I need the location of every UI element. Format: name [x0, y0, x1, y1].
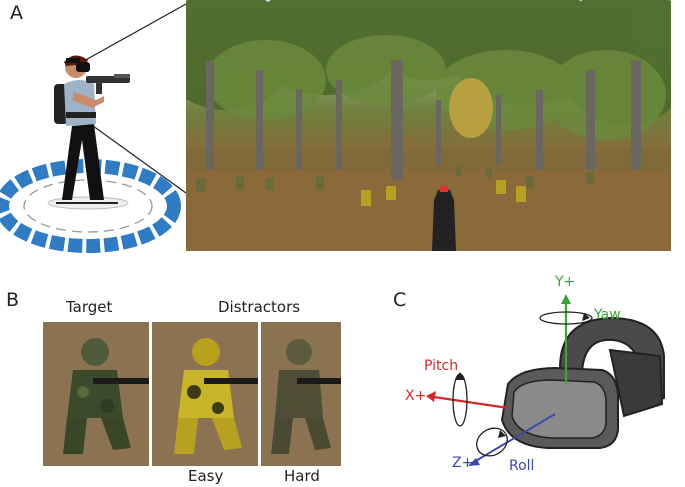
tracking-platform-ring	[0, 159, 181, 253]
y-axis-label: Y+	[555, 274, 576, 290]
panel-c-label: C	[393, 289, 407, 311]
vr-forest-scene-screenshot	[186, 0, 671, 251]
player-figure	[54, 55, 130, 200]
soldier-figure	[174, 338, 258, 454]
distractors-caption: Distractors	[218, 298, 301, 316]
roll-label: Roll	[509, 458, 535, 474]
z-axis-label: Z+	[452, 455, 474, 471]
hard-caption: Hard	[284, 467, 320, 485]
soldier-figure	[271, 339, 341, 454]
easy-caption: Easy	[188, 467, 224, 485]
target-soldier-image	[43, 322, 149, 466]
soldier-figure	[63, 338, 149, 454]
pitch-label: Pitch	[424, 358, 459, 374]
easy-distractor-image	[152, 322, 258, 466]
target-caption: Target	[66, 298, 113, 316]
x-axis-label: X+	[405, 388, 427, 404]
yaw-label: Yaw	[594, 307, 621, 323]
hard-distractor-image	[261, 322, 341, 466]
panel-b-label: B	[6, 289, 20, 311]
panel-a-label: A	[10, 2, 23, 24]
